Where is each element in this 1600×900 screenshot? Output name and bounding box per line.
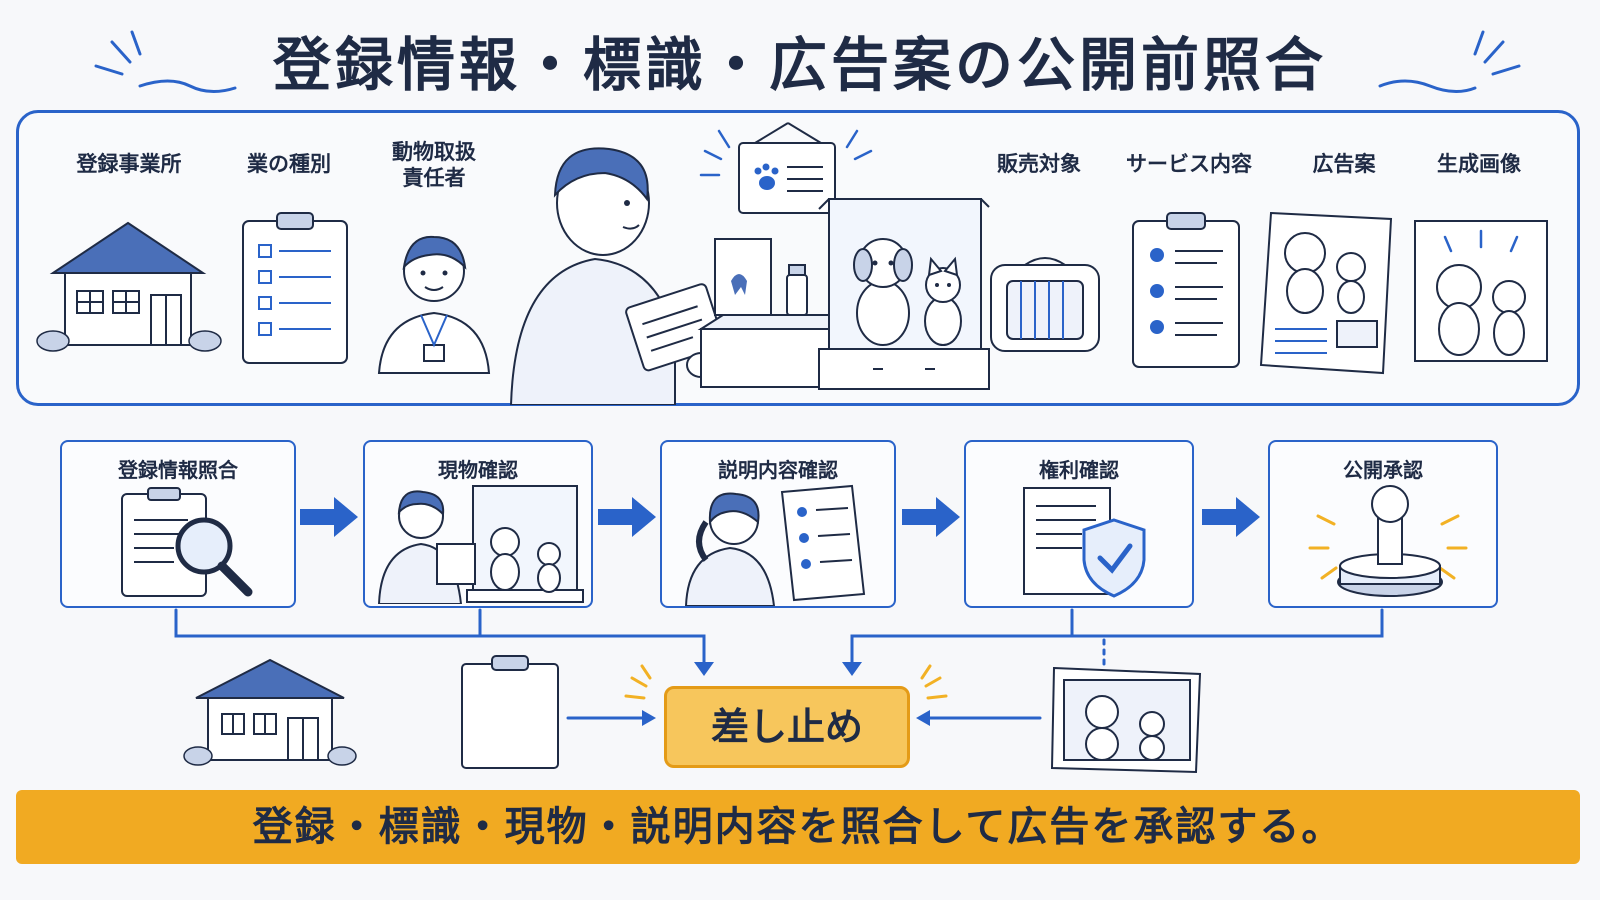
generated-image-icon: [1414, 220, 1548, 362]
inspector-person-icon: [509, 147, 725, 405]
label-business-type: 業の種別: [247, 152, 331, 176]
handler-person-icon: [377, 235, 491, 374]
label-office: 登録事業所: [76, 152, 182, 176]
staff-reading-document-icon: [684, 484, 866, 606]
label-handler: 動物取扱 責任者: [392, 140, 476, 191]
house-icon: [36, 221, 222, 352]
pet-carrier-icon: [990, 257, 1100, 352]
paw-sign-icon: [699, 122, 873, 214]
empty-clipboard-icon: [461, 655, 559, 769]
label-ad-draft: 広告案: [1312, 152, 1376, 176]
step-rights-check: 権利確認: [964, 440, 1194, 608]
label-service: サービス内容: [1126, 152, 1252, 176]
label-sales-target: 販売対象: [997, 152, 1081, 176]
flow-arrow-icon: [1202, 497, 1260, 537]
ad-draft-poster-icon: [1259, 211, 1393, 375]
flow-arrow-icon: [598, 497, 656, 537]
step-registration-check: 登録情報照合: [60, 440, 296, 608]
checklist-clipboard-icon: [242, 212, 348, 364]
clipboard-magnifier-icon: [121, 487, 253, 597]
stop-status-badge: 差し止め: [664, 686, 910, 768]
small-house-icon: [183, 658, 357, 766]
pet-photo-icon: [1050, 666, 1202, 774]
registration-overview-panel: 登録事業所 業の種別 動物取扱 責任者 販売対象 サービス内容 広告案 生成画像: [16, 110, 1580, 406]
staff-checking-display-icon: [377, 485, 584, 604]
step-label: 登録情報照合: [118, 458, 238, 482]
step-label: 現物確認: [438, 458, 518, 482]
approval-stamp-icon: [1308, 485, 1468, 597]
service-clipboard-icon: [1132, 212, 1240, 368]
step-publish-approval: 公開承認: [1268, 440, 1498, 608]
step-explanation-check: 説明内容確認: [660, 440, 896, 608]
connector-lines: [174, 608, 1384, 726]
step-label: 権利確認: [1039, 458, 1119, 482]
summary-banner: 登録・標識・現物・説明内容を照合して広告を承認する。: [16, 790, 1580, 864]
step-physical-check: 現物確認: [363, 440, 593, 608]
document-shield-icon: [1023, 487, 1146, 598]
label-generated-image: 生成画像: [1437, 152, 1521, 176]
step-label: 公開承認: [1343, 458, 1423, 482]
right-sparkle-icon: [1378, 30, 1521, 93]
flow-arrow-icon: [300, 497, 358, 537]
counter-leaflet-icon: [697, 238, 839, 388]
page-title: 登録情報・標識・広告案の公開前照合: [272, 31, 1327, 99]
step-label: 説明内容確認: [718, 458, 838, 482]
display-case-dog-cat-icon: [818, 198, 990, 390]
left-sparkle-icon: [94, 30, 237, 93]
flow-arrow-icon: [902, 497, 960, 537]
